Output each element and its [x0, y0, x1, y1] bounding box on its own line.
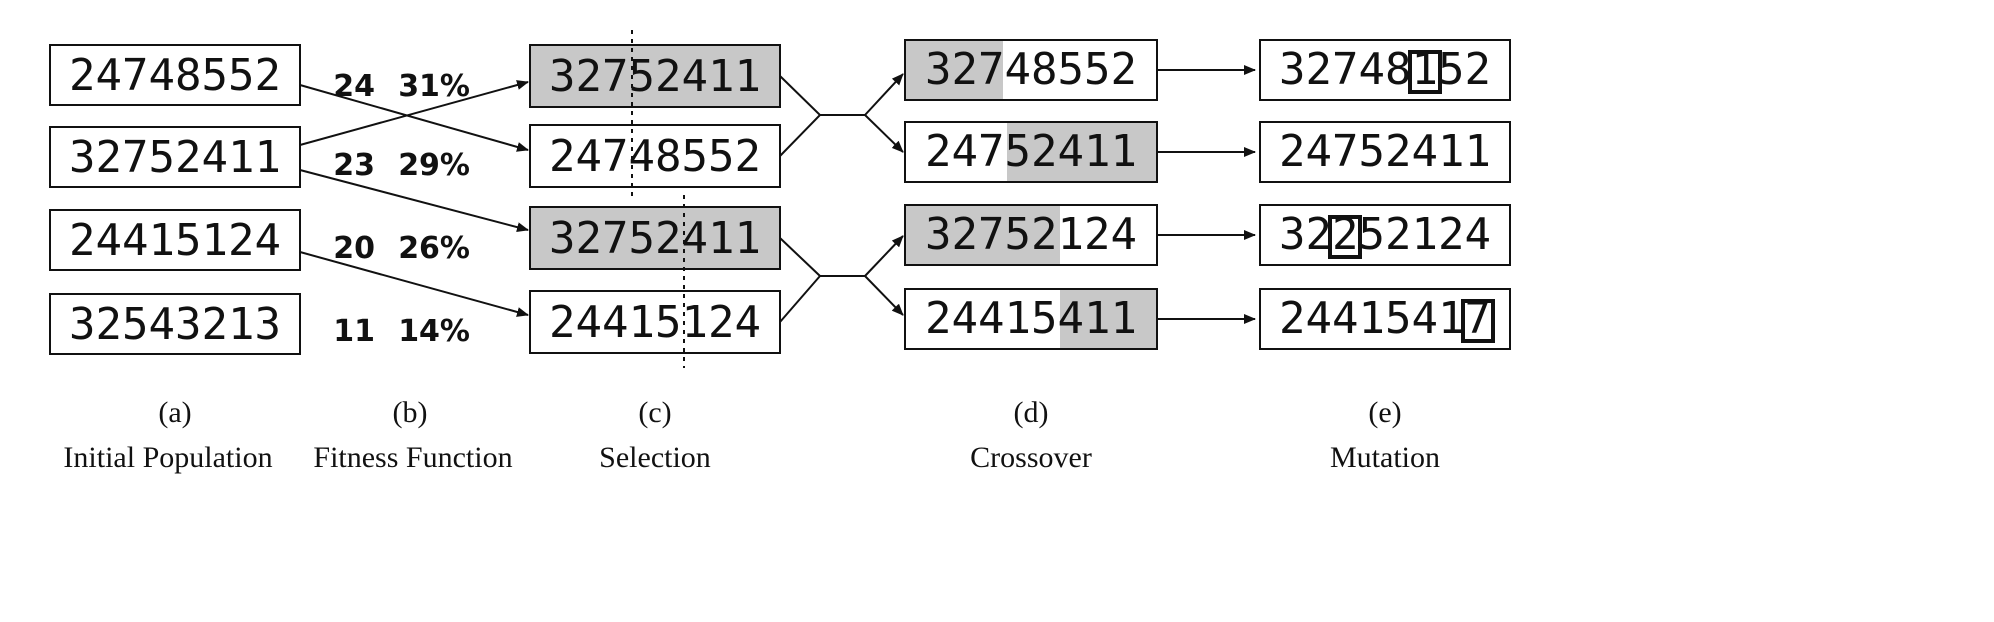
arrow — [864, 235, 904, 277]
arrow — [299, 80, 529, 146]
crossover-tail: 48552 — [1005, 44, 1137, 95]
connector — [779, 237, 822, 323]
population-box: 24415124 — [49, 209, 301, 271]
population-value: 24748552 — [69, 50, 281, 101]
crossover-box: 24415411 — [904, 288, 1158, 350]
mutation-highlight — [1328, 215, 1362, 259]
caption-letter: (d) — [1014, 396, 1049, 429]
caption-label: Mutation — [1330, 441, 1440, 474]
arrow — [299, 169, 529, 233]
selection-box: 32752411 — [529, 206, 781, 270]
caption-label: Selection — [599, 441, 711, 474]
mutation-value: 32252124 — [1279, 209, 1491, 260]
svg-text:24415411: 24415411 — [925, 293, 1137, 344]
fitness-percent: 29% — [398, 148, 470, 183]
svg-text:24752411: 24752411 — [925, 126, 1137, 177]
selection-value: 24748552 — [549, 131, 761, 182]
selection-box: 24415124 — [529, 290, 781, 354]
crossover-box: 24752411 — [904, 121, 1158, 183]
caption-letter: (b) — [393, 396, 428, 429]
crossover-tail: 52411 — [1005, 126, 1137, 177]
fitness-score: 11 — [333, 314, 375, 349]
mutation-value: 24415417 — [1279, 293, 1491, 344]
crossover-head: 247 — [925, 126, 1004, 177]
selection-value: 32752411 — [549, 51, 761, 102]
arrow — [864, 275, 904, 316]
captions: (a) Initial Population (b) Fitness Funct… — [63, 396, 1440, 474]
arrow — [299, 84, 529, 152]
fitness-percent: 31% — [398, 69, 470, 104]
crossover-arrows — [779, 73, 904, 323]
caption-label: Fitness Function — [313, 441, 512, 474]
svg-text:32748552: 32748552 — [925, 44, 1137, 95]
crossover-head: 327 — [925, 44, 1004, 95]
arrow — [864, 114, 904, 153]
column-mutation: 32748152 24752411 32252124 24415417 — [1259, 39, 1511, 350]
selection-value: 24415124 — [549, 297, 761, 348]
crossover-box: 32748552 — [904, 39, 1158, 101]
caption-letter: (e) — [1368, 396, 1401, 429]
column-crossover: 32748552 24752411 32752124 24415411 — [904, 39, 1158, 350]
arrow — [864, 73, 904, 116]
fitness-score: 20 — [333, 231, 375, 266]
caption-letter: (c) — [638, 396, 671, 429]
mutation-arrows — [1157, 65, 1256, 324]
selection-box: 32752411 — [529, 44, 781, 108]
caption-label: Crossover — [970, 441, 1092, 474]
mutation-highlight — [1408, 50, 1442, 94]
population-value: 32543213 — [69, 299, 281, 350]
crossover-head: 32752 — [925, 209, 1057, 260]
caption-label: Initial Population — [63, 441, 272, 474]
population-box: 24748552 — [49, 44, 301, 106]
crossover-tail: 124 — [1057, 209, 1136, 260]
population-box: 32752411 — [49, 126, 301, 188]
arrow — [299, 251, 529, 317]
population-box: 32543213 — [49, 293, 301, 355]
population-value: 32752411 — [69, 132, 281, 183]
connector — [779, 75, 822, 157]
column-initial-population: 24748552 32752411 24415124 32543213 — [49, 44, 301, 355]
selection-arrows — [299, 80, 529, 317]
fitness-percent: 14% — [398, 314, 470, 349]
selection-box: 24748552 — [529, 124, 781, 188]
column-selection: 32752411 24748552 32752411 24415124 — [529, 30, 781, 368]
column-fitness-function: 24 31% 23 29% 20 26% 11 14% — [333, 69, 470, 349]
crossover-box: 32752124 — [904, 204, 1158, 266]
svg-text:32752124: 32752124 — [925, 209, 1137, 260]
crossover-tail: 411 — [1057, 293, 1136, 344]
population-value: 24415124 — [69, 215, 281, 266]
crossover-head: 24415 — [925, 293, 1057, 344]
fitness-score: 24 — [333, 69, 375, 104]
caption-letter: (a) — [158, 396, 191, 429]
fitness-percent: 26% — [398, 231, 470, 266]
mutation-value: 32748152 — [1279, 44, 1491, 95]
mutation-highlight — [1461, 299, 1495, 343]
fitness-score: 23 — [333, 148, 375, 183]
mutation-value: 24752411 — [1279, 126, 1491, 177]
selection-value: 32752411 — [549, 213, 761, 264]
